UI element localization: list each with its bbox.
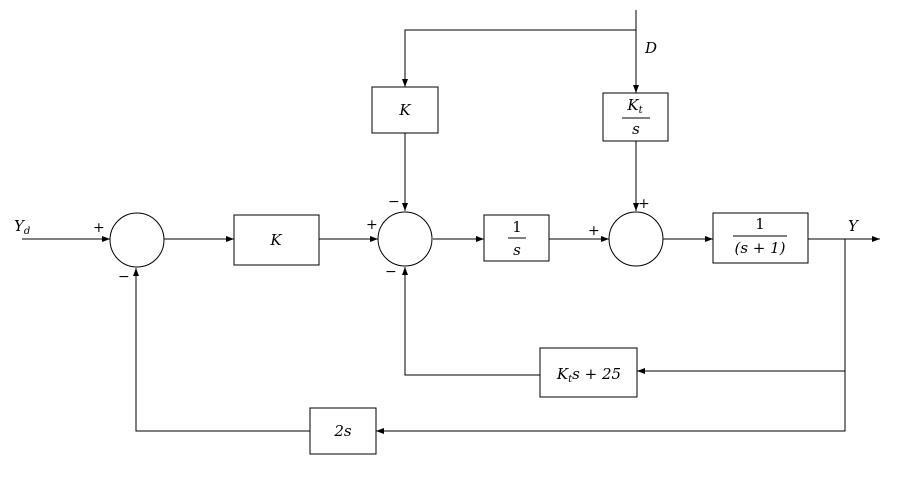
wire-output-to-outer-fb bbox=[376, 371, 846, 434]
output-signal-label: Y bbox=[848, 217, 860, 235]
sum1-plus-sign: + bbox=[93, 220, 105, 236]
block-gain-disturbance: K bbox=[371, 86, 439, 134]
plant-denominator: (s + 1) bbox=[734, 239, 785, 257]
sum2-plus-sign: + bbox=[366, 217, 378, 233]
gain-disturbance-label: K bbox=[398, 101, 411, 119]
kt-over-s-denominator: s bbox=[632, 120, 640, 138]
block-integrator: 1 s bbox=[483, 214, 550, 262]
wire-disturbance-branch bbox=[402, 29, 636, 87]
gain-forward-label: K bbox=[269, 231, 282, 249]
plant-numerator: 1 bbox=[755, 215, 765, 233]
disturbance-label: D bbox=[644, 39, 657, 57]
block-plant: 1 (s + 1) bbox=[712, 212, 809, 264]
block-inner-feedback: Kts + 25 bbox=[539, 347, 638, 398]
block-outer-feedback: 2s bbox=[309, 407, 377, 455]
sum2-bottom-minus-sign: − bbox=[385, 264, 397, 280]
sum1-minus-sign: − bbox=[118, 269, 130, 285]
wire-outer-fb-to-sum1 bbox=[133, 268, 310, 432]
integrator-numerator: 1 bbox=[512, 218, 522, 236]
summing-junction-3 bbox=[608, 211, 664, 267]
input-signal-label: Yd bbox=[14, 217, 30, 237]
inner-feedback-label: Kts + 25 bbox=[556, 365, 621, 385]
sum3-top-plus-sign: + bbox=[638, 196, 650, 212]
kt-over-s-numerator: Kt bbox=[626, 96, 643, 116]
sum2-top-minus-sign: − bbox=[388, 194, 400, 210]
block-gain-forward: K bbox=[233, 214, 320, 266]
integrator-denominator: s bbox=[513, 241, 521, 259]
outer-feedback-label: 2s bbox=[333, 422, 352, 440]
summing-junction-1 bbox=[109, 212, 165, 268]
sum3-plus-sign: + bbox=[588, 223, 600, 239]
block-kt-over-s: Kt s bbox=[602, 92, 669, 142]
wire-inner-fb-to-sum2 bbox=[402, 267, 540, 376]
summing-junction-2 bbox=[377, 211, 433, 267]
